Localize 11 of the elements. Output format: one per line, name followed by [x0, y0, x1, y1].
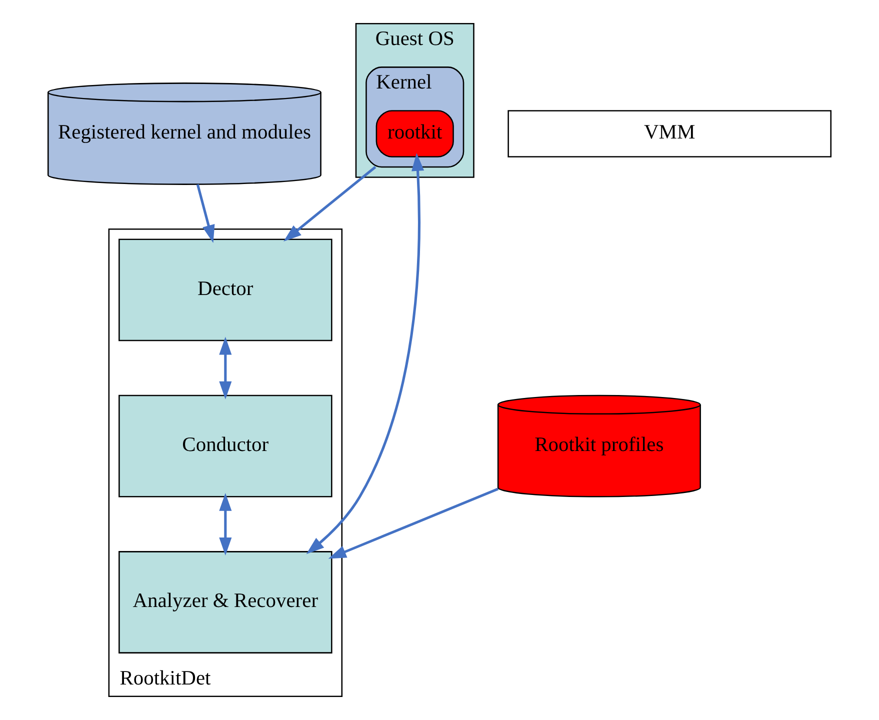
- arrow: [219, 492, 232, 556]
- arrow: [219, 336, 232, 400]
- arrow: [328, 488, 499, 559]
- arrow: [196, 184, 215, 244]
- node-box: rootkit: [376, 110, 454, 158]
- node-box: Conductor: [118, 394, 332, 498]
- node-box: Dector: [118, 238, 332, 342]
- node-box: Analyzer & Recoverer: [118, 551, 332, 654]
- arrow: [284, 166, 376, 242]
- arrow: [306, 152, 424, 554]
- node-box: VMM: [508, 110, 832, 158]
